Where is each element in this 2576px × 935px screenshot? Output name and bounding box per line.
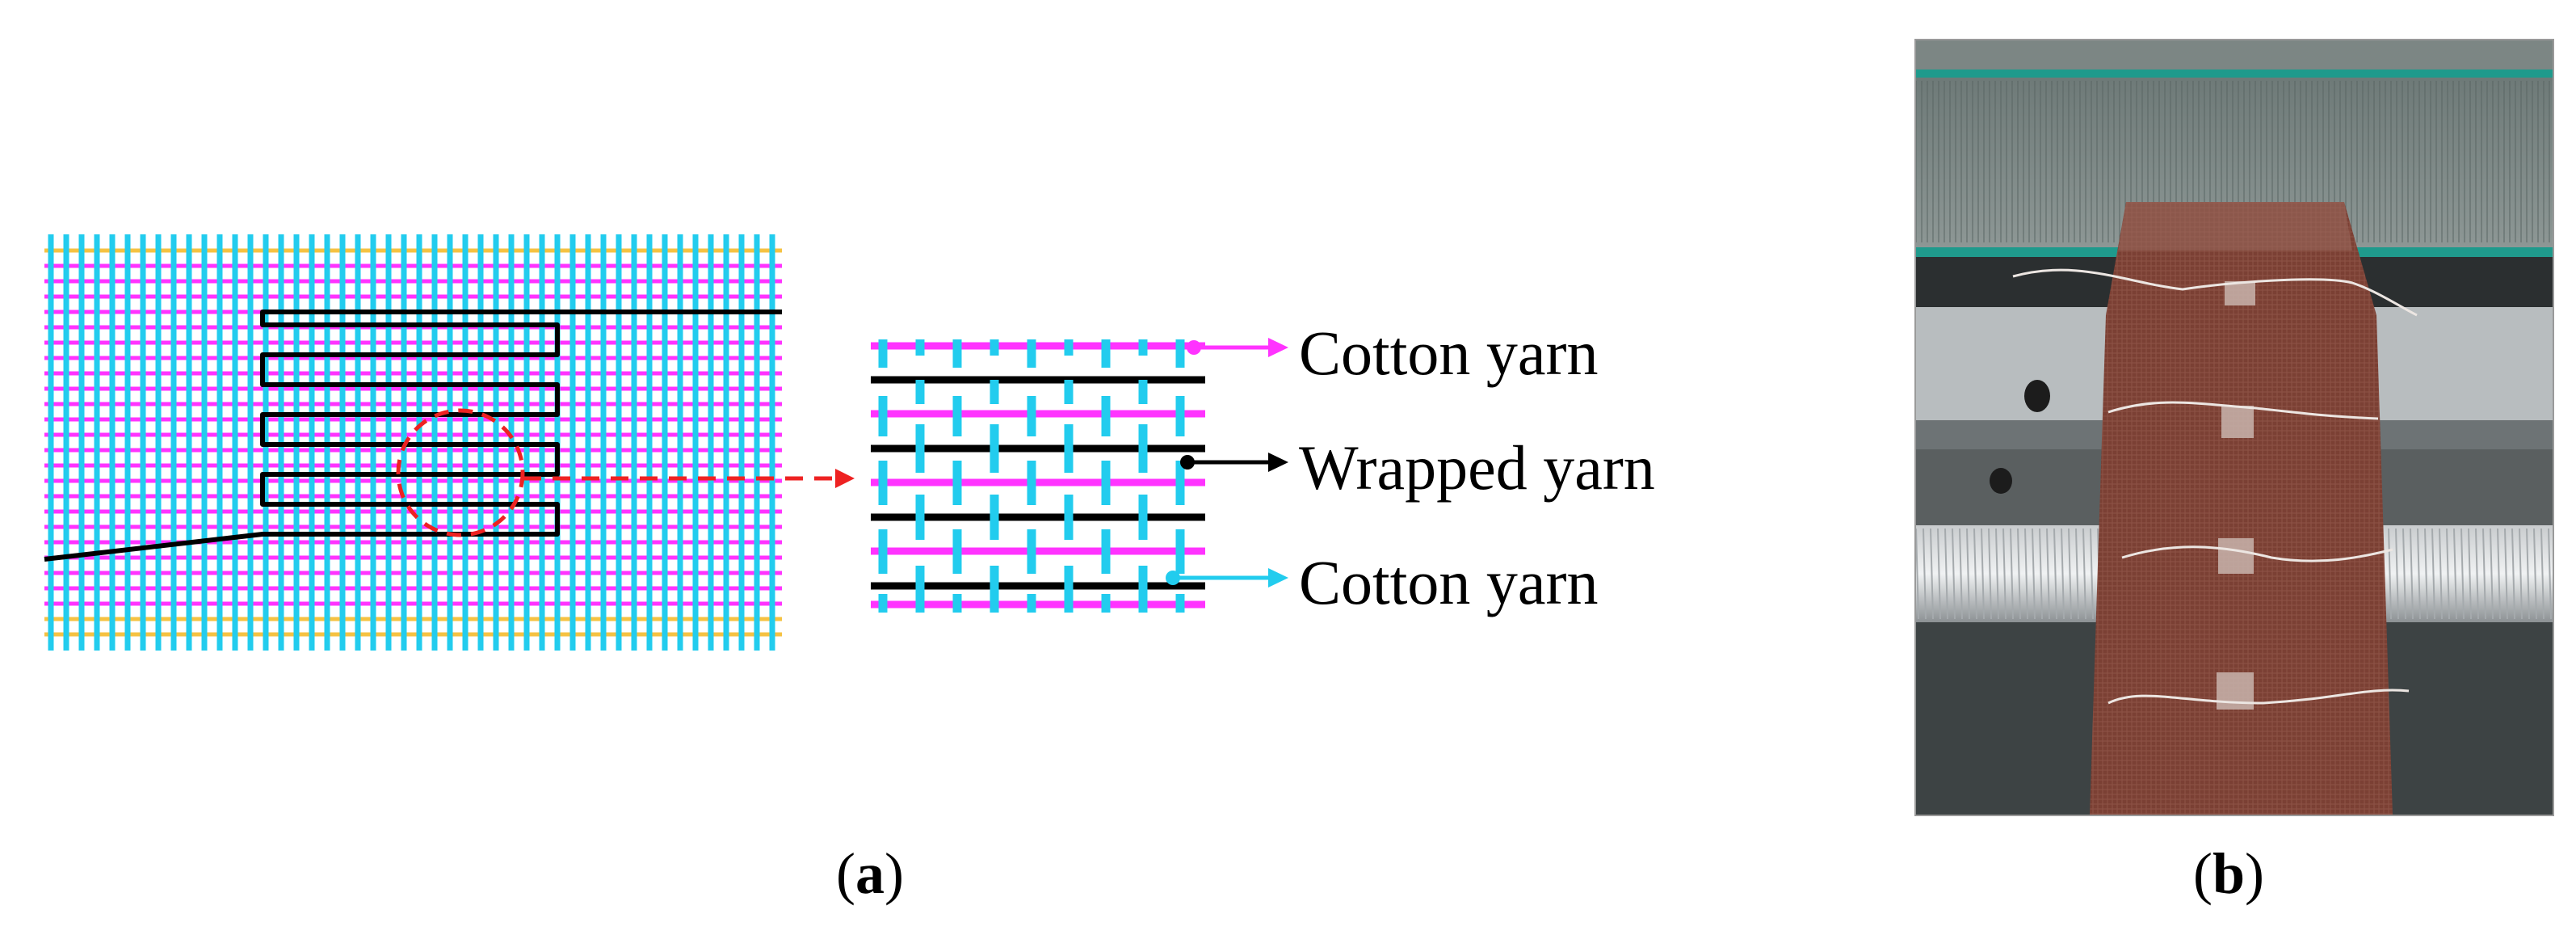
reed-wires bbox=[1916, 81, 2550, 242]
roller-groove bbox=[1944, 528, 1948, 620]
embedded-patches bbox=[2217, 281, 2255, 710]
roller-groove bbox=[1995, 528, 1999, 620]
wrapped-yarn-threads bbox=[2012, 268, 2418, 705]
roller-groove bbox=[2032, 528, 2036, 620]
roller-groove bbox=[1952, 528, 1956, 620]
roller-groove bbox=[2082, 528, 2086, 620]
label-wrapped-yarn: Wrapped yarn bbox=[1299, 432, 1655, 503]
roller-groove bbox=[2010, 528, 2014, 620]
label-cotton-yarn-bottom: Cotton yarn bbox=[1299, 547, 1599, 617]
roller-groove bbox=[2431, 528, 2435, 620]
roller-groove bbox=[2504, 528, 2508, 620]
roller-groove bbox=[2446, 528, 2450, 620]
roller-groove bbox=[2540, 528, 2544, 620]
roller-groove bbox=[1937, 528, 1941, 620]
roller-groove bbox=[1973, 528, 1977, 620]
roller-groove bbox=[2017, 528, 2021, 620]
callout-arrow-cotton-bottom-head bbox=[1268, 568, 1288, 588]
roller-groove bbox=[2410, 528, 2414, 620]
roller-groove bbox=[2068, 528, 2072, 620]
roller-groove bbox=[2460, 528, 2465, 620]
woven-fabric-structure bbox=[44, 234, 782, 651]
roller-groove bbox=[2475, 528, 2479, 620]
legend-callout-arrows bbox=[1166, 338, 1288, 588]
zoom-region-circle bbox=[396, 408, 525, 537]
callout-arrow-wrapped-head bbox=[1268, 453, 1288, 472]
callout-arrow-cotton-top-head bbox=[1268, 338, 1288, 357]
weave-diagram-panel-a bbox=[44, 234, 1288, 651]
roller-groove bbox=[2519, 528, 2523, 620]
label-cotton-yarn-top: Cotton yarn bbox=[1299, 318, 1599, 388]
caption-b: (b) bbox=[2193, 841, 2265, 906]
weave-detail-enlarged bbox=[871, 339, 1205, 613]
roller-groove bbox=[2053, 528, 2057, 620]
roller-groove bbox=[2533, 528, 2537, 620]
roller-groove bbox=[2548, 528, 2552, 620]
roller-groove bbox=[2046, 528, 2050, 620]
roller-groove bbox=[2402, 528, 2406, 620]
roller-groove bbox=[2424, 528, 2428, 620]
roller-groove bbox=[2417, 528, 2421, 620]
roller-groove bbox=[2468, 528, 2472, 620]
caption-a-letter: a bbox=[855, 841, 885, 906]
caption-a: (a) bbox=[836, 841, 904, 906]
roller-groove bbox=[2061, 528, 2065, 620]
roller-groove bbox=[1916, 528, 1919, 620]
roller-groove bbox=[2024, 528, 2028, 620]
roller-groove bbox=[2090, 528, 2094, 620]
caption-b-letter: b bbox=[2212, 841, 2246, 906]
roller-groove bbox=[2453, 528, 2457, 620]
roller-groove bbox=[2497, 528, 2501, 620]
loom-photo-illustration bbox=[1916, 40, 2553, 815]
roller-groove bbox=[2395, 528, 2399, 620]
roller-groove bbox=[2482, 528, 2486, 620]
roller-groove bbox=[2075, 528, 2079, 620]
wrapped-yarn-path bbox=[44, 310, 782, 562]
roller-groove bbox=[2388, 528, 2392, 620]
zoom-arrowhead bbox=[835, 469, 855, 488]
roller-groove bbox=[2511, 528, 2515, 620]
roller-groove bbox=[2002, 528, 2007, 620]
roller-groove bbox=[2490, 528, 2494, 620]
roller-groove bbox=[2439, 528, 2443, 620]
roller-groove bbox=[2526, 528, 2530, 620]
roller-groove bbox=[1988, 528, 1992, 620]
roller-groove bbox=[1981, 528, 1985, 620]
loom-fabric-photo bbox=[1914, 39, 2554, 816]
wrapped-yarn-line bbox=[44, 310, 782, 562]
roller-groove bbox=[2039, 528, 2043, 620]
roller-groove bbox=[1930, 528, 1934, 620]
roller-groove bbox=[1966, 528, 1970, 620]
roller-groove bbox=[1923, 528, 1927, 620]
roller-groove bbox=[1959, 528, 1963, 620]
